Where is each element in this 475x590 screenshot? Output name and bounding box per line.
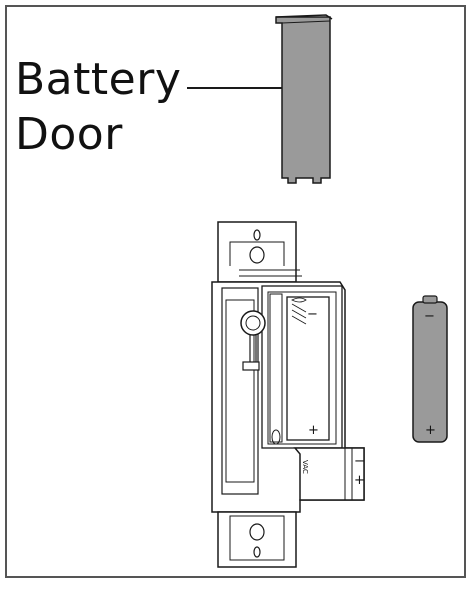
switch-minus-label: − [354,454,365,469]
callout-label-line1: Battery [15,54,182,105]
installed-battery [286,296,330,441]
switch-voltage-label: VAC [301,460,309,474]
callout-label-line2: Door [15,109,123,160]
dimmer-switch [211,221,365,568]
aa-battery: − + [412,295,448,443]
battery-door [275,14,333,184]
aa-battery-plus-label: + [425,423,436,438]
compartment-plus-label: + [308,423,319,438]
switch-plus-label: + [354,473,365,488]
aa-battery-minus-label: − [424,309,435,324]
wire-ring [240,310,266,336]
compartment-minus-label: − [307,307,318,322]
